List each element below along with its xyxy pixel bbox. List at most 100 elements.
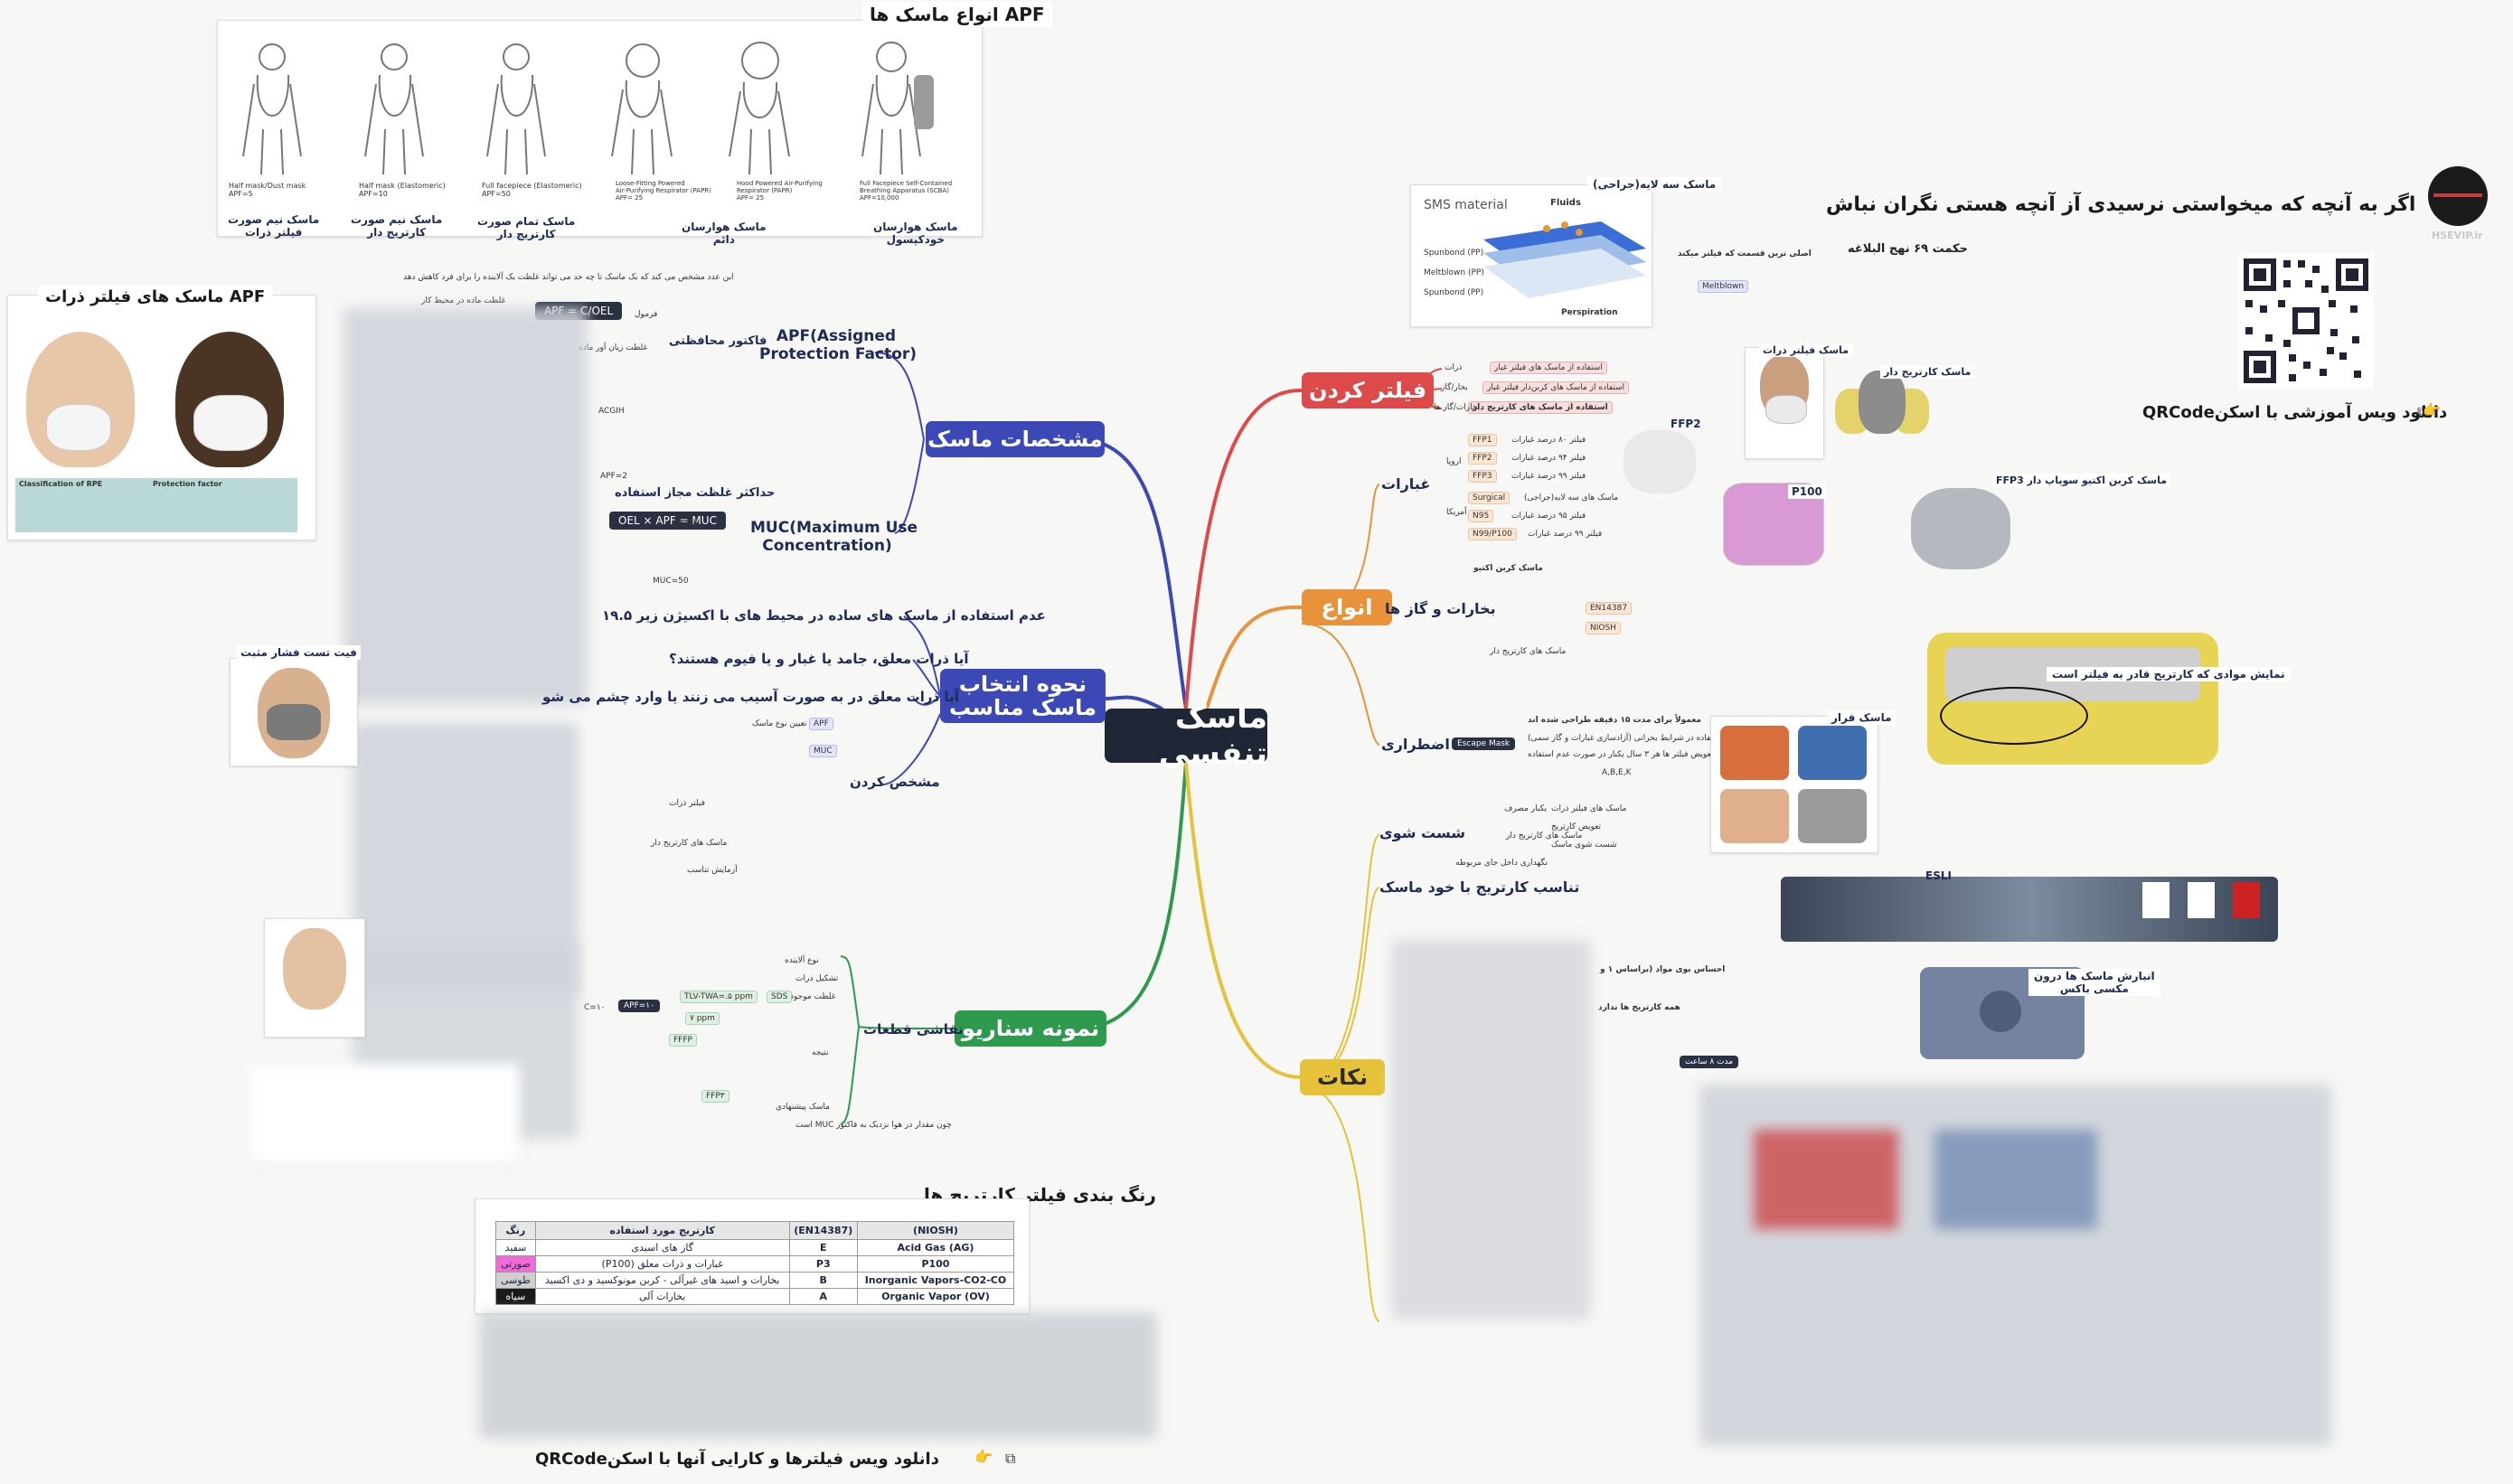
node-oxygen[interactable]: عدم استفاده از ماسک های ساده در محیط های… [602,607,1046,624]
label-half-dust: ماسک نیم صورت فیلتر ذرات [228,213,320,239]
leaf-8-hours: مدت ۸ ساعت [1680,1056,1739,1068]
image-fit-test [230,658,358,766]
image-document-blurred [248,1063,521,1164]
label-maxi-box: انبارش ماسک ها درون مکسی باکس [2028,969,2160,996]
node-emergency[interactable]: اضطراری [1381,736,1450,753]
leaf-surgical: ماسک های سه لایه(جراحی) [1524,493,1619,502]
leaf-suggested-mask: ماسک پیشنهادی [776,1103,830,1112]
image-ffp3 [1911,488,2010,569]
table-cell-niosh: Organic Vapor (OV) [856,1288,1015,1305]
node-dust[interactable]: غبارات [1381,475,1431,493]
table-cell-en: A [788,1288,858,1305]
caption-half-elastomeric: Half mask (Elastomeric) APF=10 [359,182,446,198]
label-p100: P100 [1788,484,1826,499]
formula-label-2: فرمول [674,517,698,526]
leaf-muc-note: چون مقدار در هوا نزدیک به فاکتور MUC است [795,1121,952,1130]
table-cell-color: صورتی [495,1255,536,1273]
external-link-icon-bottom[interactable]: ⧉ [1005,1450,1016,1467]
node-determine[interactable]: مشخص کردن [850,774,940,790]
th-niosh: (NIOSH) [856,1221,1015,1240]
label-ffp3: ماسک کربن اکتیو سوپاپ دار FFP3 [1992,474,2171,487]
site-logo-icon[interactable] [2428,166,2488,226]
leaf-ffp3: FFP۳ [701,1090,729,1103]
caption-papr-loose: Loose-Fitting Powered Air-Purifying Resp… [616,180,711,202]
sms-title: SMS material [1424,198,1508,212]
leaf-filter-dust: استفاده از ماسک های فیلتر غبار [1490,362,1607,374]
caption-scba: Full Facepiece Self-Contained Breathing … [860,180,953,202]
leaf-result: نتیجه [812,1048,829,1057]
sms-layer1: Spunbond (PP) [1424,249,1484,258]
blurred-region-specs [344,307,588,705]
leaf-storage: نگهداری داخل جای مربوطه [1455,859,1548,868]
image-cartridge-material [1927,633,2218,765]
branch-notes[interactable]: نکات [1300,1059,1385,1095]
label-fit-test: فیت تست فشار مثبت [237,645,361,660]
image-sms-material: SMS material Fluids Spunbond (PP) Meltbl… [1410,184,1652,327]
table-head-pf: Protection factor [153,480,222,488]
leaf-smell: احساس بوی مواد (براساس ۱ و [1600,965,1726,974]
std-en14387: EN14387 [1586,602,1633,615]
qr-code-icon[interactable] [2238,253,2374,389]
qr-link-top[interactable]: دانلود ویس آموزشی با اسکنQRCode [2142,403,2448,422]
leaf-sds: SDS [767,991,793,1003]
image-apf-particle-masks: Classification of RPE Protection factor [7,295,316,540]
qr-link-bottom[interactable]: دانلود ویس فیلترها و کارایی آنها با اسکن… [535,1450,939,1469]
leaf-workplace-conc: غلظت ماده در محیط کار [421,296,506,305]
branch-mask-specs[interactable]: مشخصات ماسک [926,421,1105,457]
node-muc[interactable]: MUC(Maximum Use Concentration) [750,519,918,555]
node-particles[interactable]: آیا ذرات معلق، جامد یا غبار و یا فیوم هس… [669,651,969,667]
table-head-rpe: Classification of RPE [19,480,103,488]
label-cartridge-material: نمایش موادی که کارتریج قادر به فیلتر است [2047,667,2291,681]
node-painting[interactable]: نقاشی قطعات [863,1021,964,1038]
leaf-fit-test: آزمایش تناسب [687,866,738,875]
label-surgical: ماسک سه لایه(جراحی) [1587,177,1722,192]
image-cartridge-mask [1831,352,1933,454]
table-cell-en: P3 [788,1255,858,1273]
central-topic[interactable]: ماسک تنفسی [1105,700,1267,772]
image-ffp2 [1624,430,1696,493]
leaf-escape-abek: A,B,E,K [1602,768,1632,777]
node-eye-damage[interactable]: آیا ذرات معلق در به صورت آسیب می زنند یا… [542,689,959,705]
leaf-cart-masks: ماسک های کارتریج دار [1506,831,1583,841]
table-cell-use: بخارات آلی [534,1288,790,1305]
image-maxi-box [1920,967,2085,1059]
label-scba: ماسک هوارسان خودکپسول [873,221,958,246]
node-compat[interactable]: تناسب کارتریج با خود ماسک [1379,878,1580,896]
external-link-icon[interactable]: ⧉ [2417,403,2428,420]
quote-source: حکمت ۶۹ نهج البلاغه [1848,242,1968,256]
formula-muc: OEL × APF = MUC [609,512,726,530]
leaf-apf2: APF=2 [600,472,628,481]
leaf-muc50: MUC=50 [653,577,689,586]
node-washing[interactable]: شست شوی [1379,824,1465,841]
table-cell-use: بخارات و اسید های غیرآلی - کربن مونوکسید… [534,1272,790,1289]
label-europe: اروپا [1446,457,1462,466]
branch-selection[interactable]: نحوه انتخاب ماسک مناسب [940,669,1106,723]
label-full-cart: ماسک تمام صورت کارتریج دار [477,215,576,240]
th-color: رنگ [495,1221,536,1240]
type-surgical: Surgical [1468,492,1511,504]
image-escape-mask [1710,716,1878,853]
leaf-n99: فیلتر ۹۹ درصد غبارات [1528,530,1603,539]
caption-papr-hood: Hood Powered Air-Purifying Respirator (P… [737,180,823,202]
leaf-particle-filter: فیلتر ذرات [669,799,705,808]
table-cell-niosh: Inorganic Vapors-CO2-CO [856,1272,1015,1289]
leaf-particle-form: تشکیل ذرات [795,974,839,983]
sms-layer3: Spunbond (PP) [1424,288,1484,297]
leaf-c10: C=۱۰ [584,1003,606,1012]
node-max-conc[interactable]: حداکثر غلظت مجاز استفاده [615,486,776,500]
node-apf[interactable]: APF(Assigned Protection Factor) [759,327,918,363]
branch-types[interactable]: انواع [1302,589,1392,625]
branch-filtering[interactable]: فیلتر کردن [1302,372,1434,409]
cartridge-color-table: (NIOSH) (EN14387) کارتریج مورد استفاده ر… [495,1221,1015,1305]
branch-scenario[interactable]: نمونه سناریو [955,1010,1106,1047]
leaf-cartridge: ماسک های کارتریج دار [651,839,728,848]
leaf-apf: APF [809,718,833,730]
node-protection-factor[interactable]: فاکتور محافظتی [669,334,767,348]
node-vapors[interactable]: بخارات و گاز ها [1385,600,1496,617]
leaf-fffp: FFFP [669,1034,697,1047]
blurred-image-blue [1934,1130,2097,1229]
label-america: آمریکا [1446,508,1467,517]
